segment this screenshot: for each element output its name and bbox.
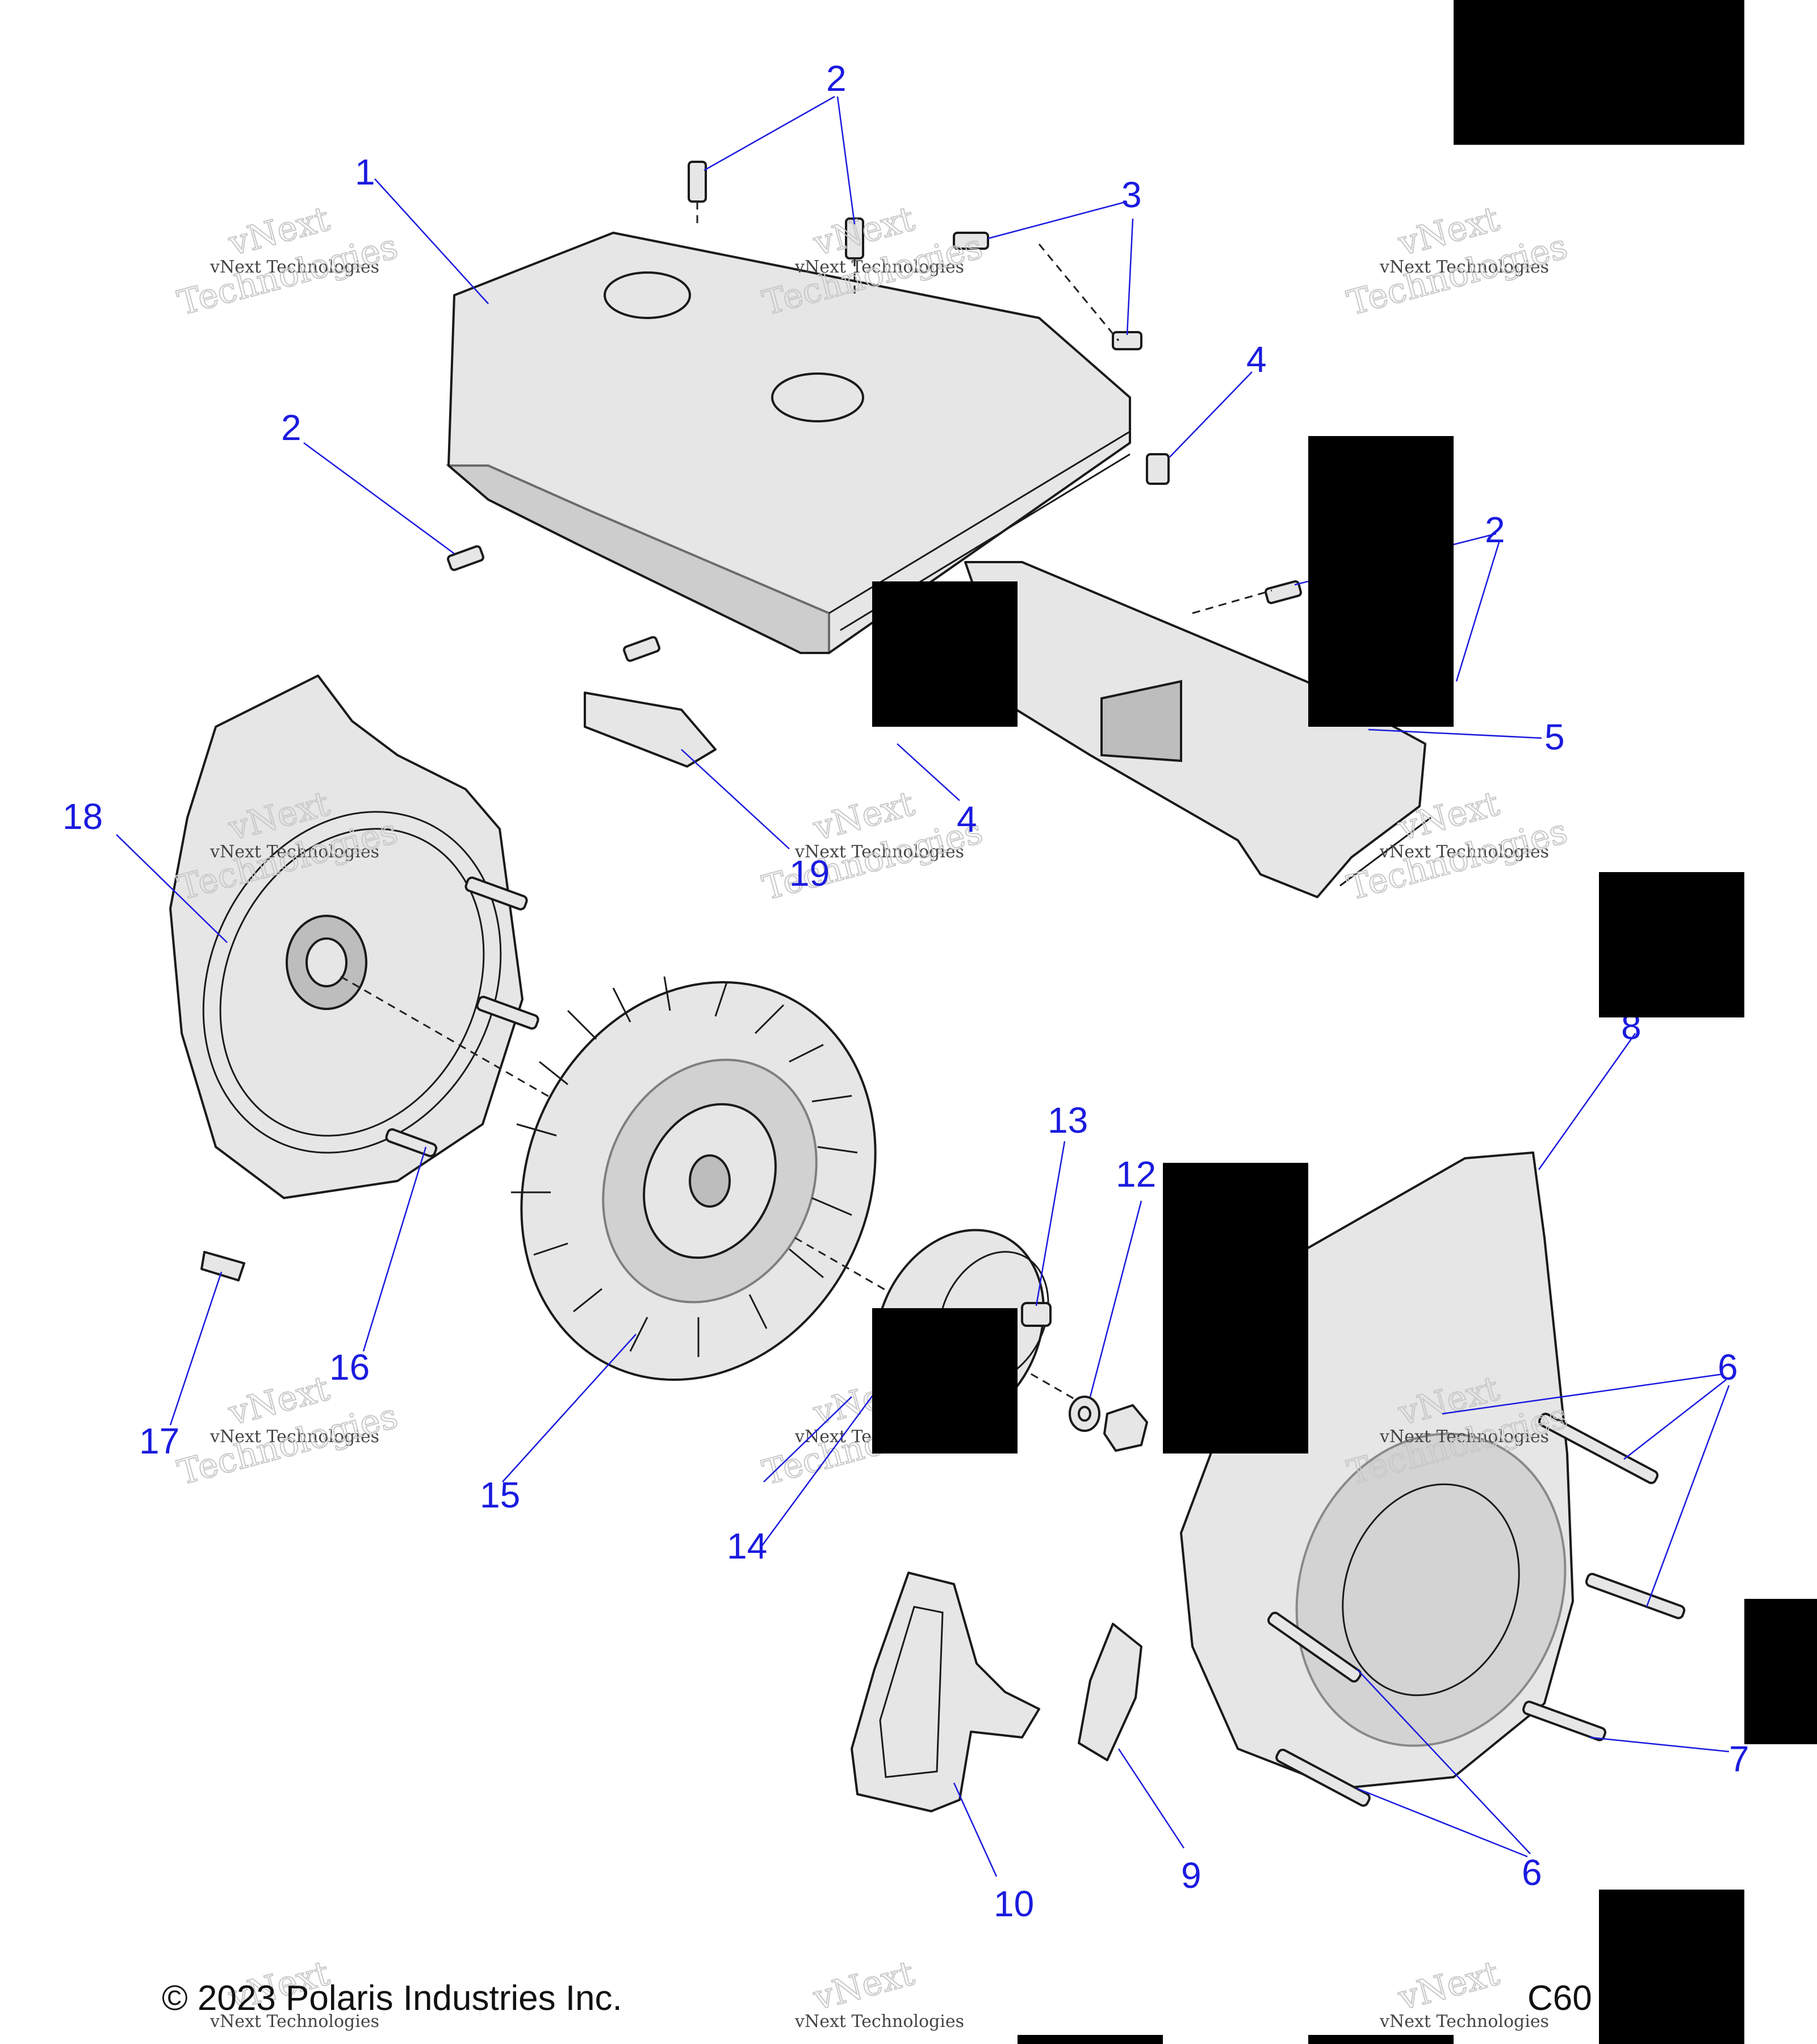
redaction-blocks	[872, 0, 1817, 2044]
bolt-2-left	[447, 545, 484, 571]
callout-10: 10	[994, 1883, 1034, 1924]
svg-text:vNext: vNext	[1394, 1953, 1504, 2018]
callout-19: 19	[789, 853, 830, 894]
callout-4-bottom: 4	[957, 799, 977, 840]
starter-handle-10	[851, 1572, 1040, 1812]
callout-3: 3	[1121, 174, 1142, 215]
watermark-3: vNext Technologies vNext Technologies	[1343, 198, 1572, 324]
flywheel-fan	[511, 976, 877, 1381]
callout-18: 18	[62, 796, 103, 837]
bolt-16	[385, 1128, 438, 1158]
redaction-1	[1454, 0, 1744, 145]
svg-text:vNext Technologies: vNext Technologies	[1379, 1427, 1549, 1447]
callout-17: 17	[139, 1421, 179, 1461]
bolt-2-right	[1265, 580, 1302, 604]
stator-backplate	[169, 675, 524, 1199]
bolt-6-d	[1275, 1748, 1371, 1807]
callout-12: 12	[1116, 1154, 1156, 1195]
redaction-2	[1308, 436, 1454, 727]
page-code: C60	[1527, 1979, 1592, 2018]
pad-4	[1146, 453, 1170, 485]
copyright-text: © 2023 Polaris Industries Inc.	[162, 1979, 622, 2018]
bolt-2-top-a	[688, 161, 707, 203]
svg-text:vNext Technologies: vNext Technologies	[794, 2012, 964, 2032]
callout-6-bottom: 6	[1522, 1852, 1542, 1893]
watermark-1: vNext Technologies vNext Technologies	[173, 198, 403, 324]
callout-2-right: 2	[1485, 509, 1505, 550]
callout-7: 7	[1729, 1739, 1749, 1779]
callout-labels: 1 2 2 2 3 4 4 5 6 6 7 8 9 10 12 13 14 15…	[62, 58, 1749, 1924]
bolt-3-a	[953, 232, 989, 250]
bolt-2-bottom	[623, 636, 660, 662]
redaction-8	[1599, 1890, 1744, 2044]
redaction-4	[1599, 872, 1744, 1017]
svg-text:vNext Technologies: vNext Technologies	[794, 842, 964, 862]
side-air-duct	[964, 561, 1431, 898]
callout-14: 14	[727, 1526, 767, 1566]
svg-text:vNext Technologies: vNext Technologies	[210, 1427, 379, 1447]
callout-4-top: 4	[1246, 339, 1267, 380]
bolt-6-c	[1267, 1611, 1362, 1683]
grommet-17	[200, 1251, 245, 1281]
svg-text:vNext Technologies: vNext Technologies	[1379, 257, 1549, 277]
callout-16: 16	[329, 1347, 370, 1388]
callout-9: 9	[1181, 1855, 1201, 1896]
svg-text:vNext Technologies: vNext Technologies	[210, 2012, 379, 2032]
foam-block-19	[584, 692, 717, 768]
svg-text:vNext Technologies: vNext Technologies	[1379, 2012, 1549, 2032]
alignment-line	[340, 975, 676, 1171]
nut-12	[1103, 1404, 1148, 1452]
bolt-7	[1522, 1700, 1606, 1741]
callout-5: 5	[1544, 717, 1565, 757]
callout-1: 1	[355, 152, 375, 192]
top-cover-shroud	[445, 232, 1131, 654]
callout-6-right: 6	[1718, 1347, 1738, 1388]
watermark-11: vNext Technologies vNext	[794, 1953, 964, 2032]
dash-bolt-c	[1038, 244, 1120, 341]
svg-text:vNext Technologies: vNext Technologies	[210, 257, 379, 277]
callout-13: 13	[1048, 1100, 1088, 1141]
callout-2-left: 2	[281, 407, 302, 448]
redaction-9	[1018, 2035, 1163, 2044]
svg-text:vNext Technologies: vNext Technologies	[794, 257, 964, 277]
svg-text:vNext Technologies: vNext Technologies	[1379, 842, 1549, 862]
bolt-13	[1021, 1302, 1052, 1327]
watermark-12: vNext Technologies vNext	[1379, 1953, 1549, 2032]
washer-12	[1069, 1396, 1100, 1432]
bolt-6-b	[1585, 1573, 1686, 1619]
leader-lines	[116, 95, 1730, 1877]
redaction-5	[1163, 1163, 1308, 1454]
svg-text:vNext: vNext	[809, 1953, 919, 2018]
bolt-backplate-b	[476, 995, 539, 1030]
redaction-6	[872, 1308, 1018, 1454]
svg-text:vNext Technologies: vNext Technologies	[210, 842, 379, 862]
bolt-6-a	[1538, 1413, 1659, 1484]
dash-bolt-d	[1192, 589, 1272, 614]
redaction-3	[872, 581, 1018, 727]
redaction-7	[1744, 1599, 1817, 1744]
cover-pad-9	[1078, 1623, 1142, 1761]
callout-2-top: 2	[826, 58, 847, 99]
bolt-backplate-a	[464, 876, 528, 911]
redaction-10	[1308, 2035, 1454, 2044]
callout-15: 15	[480, 1475, 520, 1515]
